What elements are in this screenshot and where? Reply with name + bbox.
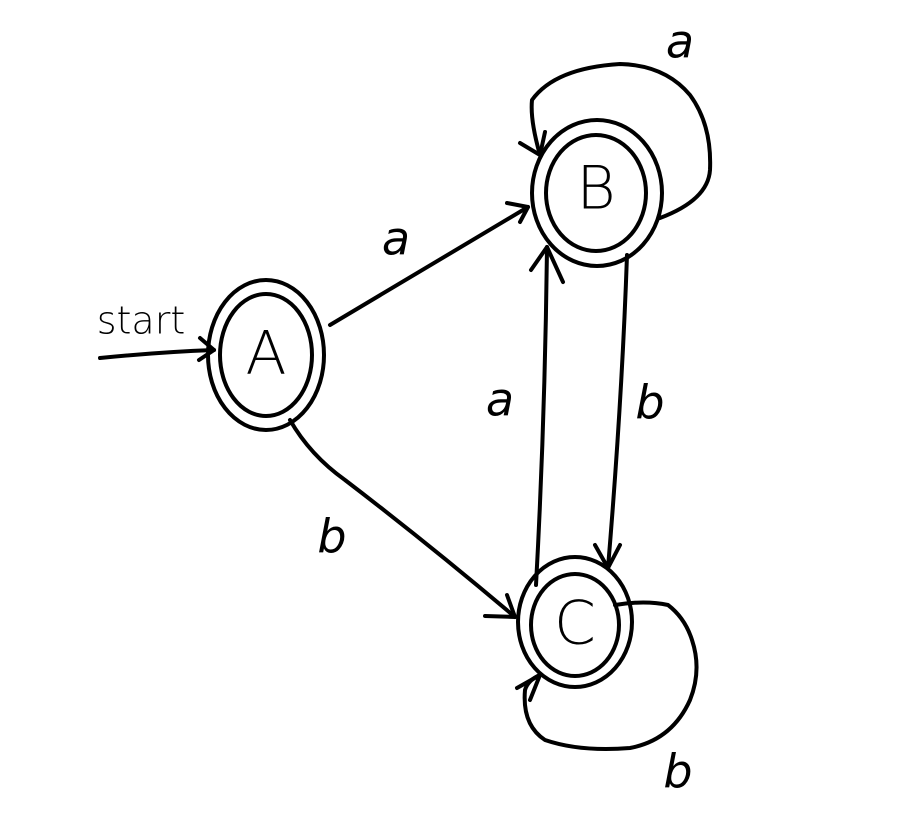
transition-c-self-loop: [515, 600, 699, 751]
state-c-outer-circle: [516, 555, 634, 689]
transition-b-self-loop-label: a: [666, 15, 694, 69]
transition-a-to-c: [288, 418, 517, 619]
transition-a-to-c-label: b: [317, 510, 346, 564]
transition-c-to-b: [529, 245, 565, 587]
transition-c-self-loop-label: b: [663, 745, 692, 799]
state-b: B: [530, 118, 664, 268]
state-a-inner-circle: [218, 292, 314, 418]
transition-b-to-c-label: b: [635, 376, 664, 430]
start-arrow: [98, 336, 216, 362]
transition-a-to-b: [328, 201, 530, 327]
transition-c-to-b-label: a: [486, 373, 514, 427]
state-b-inner-circle: [544, 133, 648, 253]
start-label: start: [97, 299, 186, 343]
state-c-inner-circle: [529, 572, 621, 678]
state-b-label: B: [576, 154, 615, 224]
state-c-label: C: [554, 589, 596, 659]
state-a-outer-circle: [206, 278, 326, 432]
transition-a-to-b-label: a: [382, 212, 410, 266]
state-a-label: A: [245, 319, 286, 389]
transition-b-self-loop: [518, 62, 713, 220]
state-a: A: [206, 278, 326, 432]
state-c: C: [516, 555, 634, 689]
transition-b-to-c: [593, 253, 629, 570]
state-b-outer-circle: [530, 118, 664, 268]
